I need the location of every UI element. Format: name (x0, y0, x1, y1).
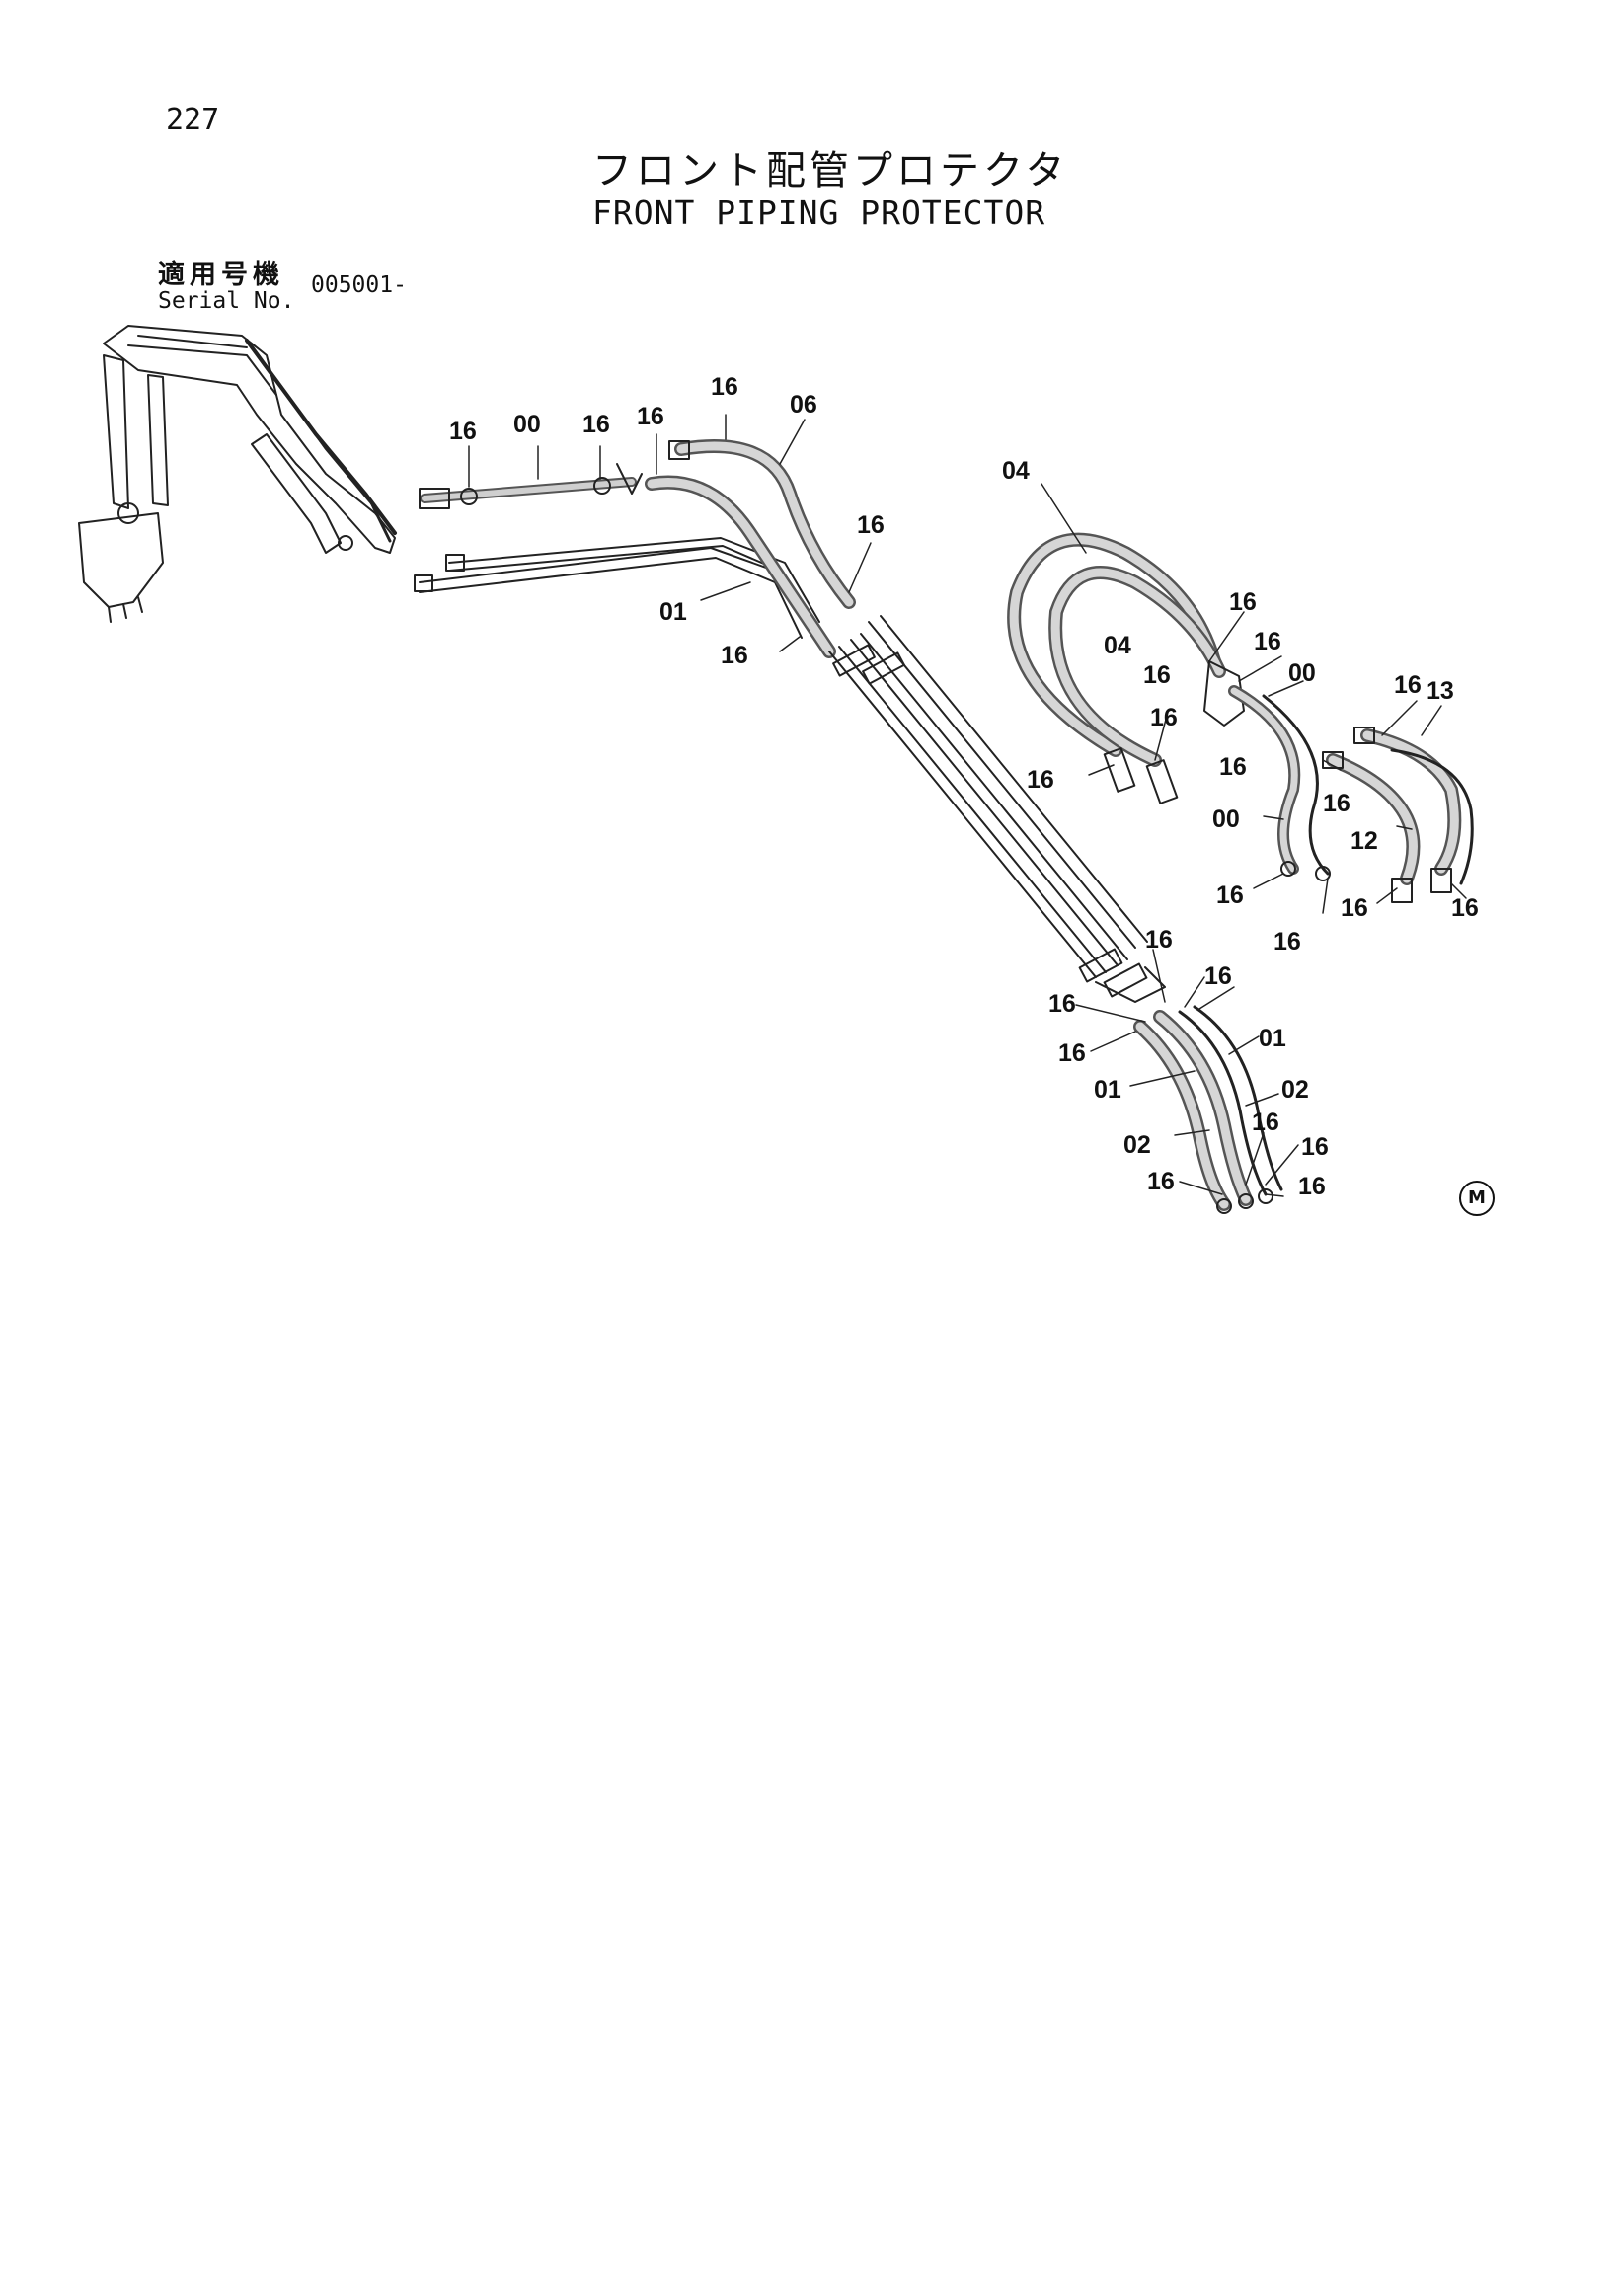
callout-label: 16 (1341, 894, 1368, 922)
hose-06 (668, 439, 856, 609)
revision-marker: M (1459, 1181, 1495, 1216)
callout-label: 16 (1145, 926, 1173, 954)
callout-label: 16 (1150, 704, 1178, 731)
callout-label: 02 (1281, 1076, 1309, 1104)
callout-label: 16 (1394, 671, 1422, 699)
callout-label: 16 (1147, 1168, 1175, 1195)
hose-01-upper (645, 475, 836, 658)
callout-leader-lines (468, 414, 1467, 1197)
u-shaped-hoses-04 (1007, 532, 1245, 804)
excavator-front-attachment-drawing (78, 325, 397, 623)
callout-label: 16 (1229, 588, 1257, 616)
page-number: 227 (166, 103, 220, 137)
callout-label: 13 (1427, 677, 1454, 705)
callout-label: 16 (711, 373, 738, 401)
boom-steel-pipes (828, 615, 1166, 1003)
callout-label: 16 (857, 511, 885, 539)
upper-straight-hose-00 (419, 463, 643, 509)
callout-label: 06 (790, 391, 817, 419)
callout-label: 16 (1451, 894, 1479, 922)
callout-label: 16 (1204, 962, 1232, 990)
callout-label: 16 (721, 642, 748, 669)
callout-label: 00 (1212, 805, 1240, 833)
side-hoses-12-13 (1322, 727, 1474, 903)
serial-label-english: Serial No. (158, 288, 295, 314)
callout-label: 04 (1104, 632, 1131, 659)
callout-label: 16 (1216, 881, 1244, 909)
page-title-english: FRONT PIPING PROTECTOR (592, 193, 1046, 232)
callout-label: 01 (659, 598, 687, 626)
callout-label: 00 (513, 411, 541, 438)
serial-label-japanese: 適用号機 (158, 260, 284, 290)
side-hoses-00 (1228, 685, 1331, 881)
callout-label: 16 (1143, 661, 1171, 689)
lower-hoses-01-02 (1133, 1005, 1283, 1214)
callout-label: 16 (637, 403, 664, 430)
callout-label: 02 (1123, 1131, 1151, 1159)
callout-label: 12 (1350, 827, 1378, 855)
serial-number-value: 005001- (311, 272, 407, 298)
callout-label: 16 (1273, 928, 1301, 956)
callout-label: 01 (1259, 1025, 1286, 1052)
page-title-japanese: フロント配管プロテクタ (592, 148, 1069, 193)
callout-label: 16 (1058, 1039, 1086, 1067)
callout-label: 16 (1027, 766, 1054, 794)
callout-label: 16 (1301, 1133, 1329, 1161)
callout-label: 16 (1254, 628, 1281, 655)
callout-label: 16 (1323, 790, 1350, 817)
callout-label: 16 (1048, 990, 1076, 1018)
callout-label: 16 (449, 418, 477, 445)
callout-label: 16 (1219, 753, 1247, 781)
callout-label: 01 (1094, 1076, 1121, 1104)
callout-label: 16 (1252, 1109, 1279, 1136)
callout-labels: 16 00 16 16 16 06 16 01 16 04 16 16 04 1… (449, 373, 1479, 1200)
callout-label: 16 (582, 411, 610, 438)
callout-label: 16 (1298, 1173, 1326, 1200)
callout-label: 04 (1002, 457, 1030, 485)
callout-label: 00 (1288, 659, 1316, 687)
